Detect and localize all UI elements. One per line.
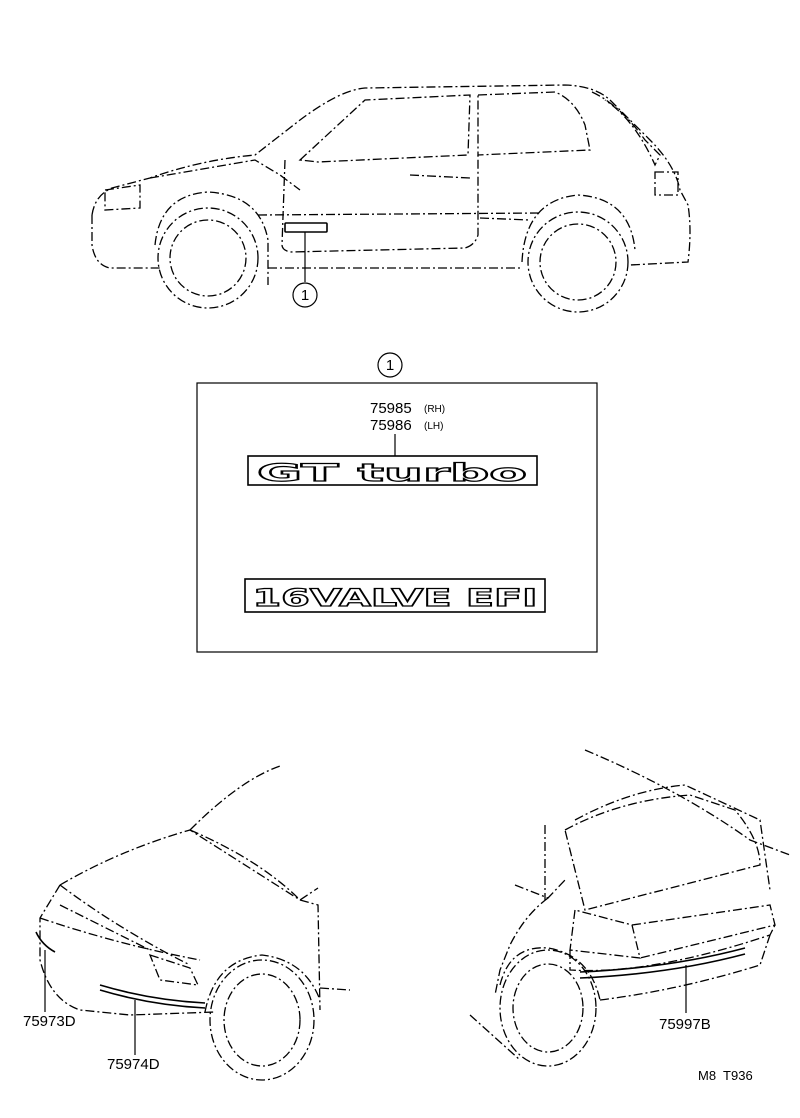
emblem-16valve-efi: 16VALVE EFI [244, 578, 546, 613]
drawing-reference: M8 T936 [698, 1068, 753, 1083]
rear-part: 75997B [659, 1016, 711, 1033]
car-rear-view [469, 749, 791, 1067]
callout-1: 1 [292, 282, 318, 308]
emblem-side-lh: (LH) [424, 421, 443, 432]
box-callout-1: 1 [377, 352, 403, 378]
emblem-text-gt-turbo: GT turbo [257, 459, 527, 487]
car-front-view [35, 765, 351, 1081]
emblem-detail-box [196, 382, 598, 653]
emblem-side-rh: (RH) [424, 404, 445, 415]
front-part-upper: 75973D [23, 1013, 76, 1030]
box-callout-number: 1 [386, 357, 394, 374]
front-part-lower: 75974D [107, 1056, 160, 1073]
emblem-part-number-rh: 75985 [370, 400, 412, 417]
emblem-part-number-lh: 75986 [370, 417, 412, 434]
callout-number: 1 [301, 287, 309, 304]
emblem-gt-turbo: GT turbo [247, 455, 538, 488]
car-side-view [91, 84, 691, 313]
emblem-text-16valve-efi: 16VALVE EFI [253, 584, 538, 612]
